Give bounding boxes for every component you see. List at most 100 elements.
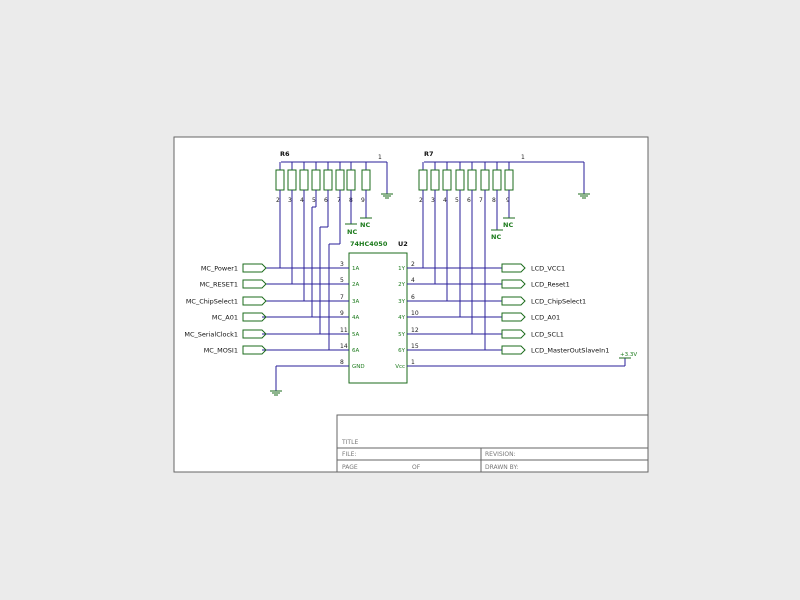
output-port-label: LCD_ChipSelect1 [531, 298, 586, 306]
input-port-mc_serialclock1: MC_SerialClock1 [184, 329, 267, 339]
ic-pin-5y: 12 5Y [398, 327, 419, 338]
input-port-mc_chipselect1: MC_ChipSelect1 [186, 296, 267, 306]
ic-pin-name: 6A [352, 348, 359, 354]
ic-pin-number: 1 [411, 359, 415, 366]
page-label: PAGE [342, 464, 358, 471]
ic-pin-2y: 4 2Y [398, 277, 417, 288]
ground-icon [270, 390, 282, 396]
ic-pin-1y: 2 1Y [398, 261, 417, 272]
r6-pin-9: 9 [361, 197, 365, 204]
nc-marker-r6-pin9: NC [360, 190, 372, 229]
r6-pin-6: 6 [324, 197, 328, 204]
nc-marker-r6-pin8: NC [345, 190, 357, 236]
output-port-label: LCD_SCL1 [531, 331, 564, 339]
r6-ref: R6 [280, 150, 290, 158]
output-port-lcd_reset1: LCD_Reset1 [501, 279, 570, 289]
output-port-lcd_scl1: LCD_SCL1 [501, 329, 564, 339]
ic-pin-number: 14 [340, 343, 348, 350]
ic-part-label: 74HC4050 [350, 240, 388, 248]
power-symbol-3v3: +3.3V [619, 352, 637, 359]
input-port-mc_reset1: MC_RESET1 [200, 279, 267, 289]
r6-common-pin: 1 [378, 154, 382, 161]
r6-pin-2: 2 [276, 197, 280, 204]
r7-pin-5: 5 [455, 197, 459, 204]
file-label: FILE: [342, 451, 356, 458]
ground-icon [381, 193, 393, 199]
output-port-label: LCD_MasterOutSlaveIn1 [531, 347, 609, 355]
input-port-mc_a01: MC_A01 [212, 312, 267, 322]
r7-pin-8: 8 [492, 197, 496, 204]
r6-pin-5: 5 [312, 197, 316, 204]
ic-pin-number: 4 [411, 277, 415, 284]
nc-marker-r7-pin8: NC [491, 190, 503, 241]
output-port-lcd_vcc1: LCD_VCC1 [501, 263, 565, 273]
input-port-label: MC_A01 [212, 314, 238, 322]
r7-pin-2: 2 [419, 197, 423, 204]
ic-pin-number: 9 [340, 310, 344, 317]
ic-ref-label: U2 [398, 240, 408, 248]
output-port-lcd_chipselect1: LCD_ChipSelect1 [501, 296, 586, 306]
r7-common-pin: 1 [521, 154, 525, 161]
ic-pin-number: 8 [340, 359, 344, 366]
revision-label: REVISION: [485, 451, 516, 458]
svg-text:NC: NC [347, 228, 357, 236]
ic-pin-number: 7 [340, 294, 344, 301]
ic-pin-name: 1A [352, 266, 359, 272]
ic-pin-number: 5 [340, 277, 344, 284]
ic-pin-number: 3 [340, 261, 344, 268]
input-port-label: MC_SerialClock1 [184, 331, 238, 339]
input-port-label: MC_Power1 [201, 265, 238, 273]
r7-resistors [418, 162, 514, 191]
input-port-label: MC_MOSI1 [204, 347, 238, 355]
ic-pin-name: 1Y [398, 266, 405, 272]
ic-pin-number: 11 [340, 327, 348, 334]
output-port-label: LCD_Reset1 [531, 281, 570, 289]
svg-text:NC: NC [503, 221, 513, 229]
r7-ref: R7 [424, 150, 434, 158]
ic-pin-3y: 6 3Y [398, 294, 417, 305]
r6-pin-4: 4 [300, 197, 304, 204]
input-port-mc_power1: MC_Power1 [201, 263, 267, 273]
r7-pin-6: 6 [467, 197, 471, 204]
r7-pin-7: 7 [479, 197, 483, 204]
ic-pin-name: Vcc [395, 364, 405, 370]
title-block: TITLE FILE: PAGE OF REVISION: DRAWN BY: [336, 414, 649, 473]
ic-pin-name: 3Y [398, 299, 405, 305]
ic-pin-number: 12 [411, 327, 419, 334]
ic-pin-name: 2A [352, 282, 359, 288]
ic-pin-name: 4Y [398, 315, 405, 321]
input-port-mc_mosi1: MC_MOSI1 [204, 345, 267, 355]
output-port-label: LCD_VCC1 [531, 265, 565, 273]
ic-u2: 74HC4050 U2 31A52A73A94A115A146A8GND21Y4… [339, 240, 419, 384]
power-label: +3.3V [620, 352, 637, 358]
r6-pin-3: 3 [288, 197, 292, 204]
ic-pin-name: GND [352, 364, 365, 370]
ic-pin-number: 2 [411, 261, 415, 268]
ic-pin-1a: 3 1A [339, 261, 359, 272]
ic-pin-6y: 15 6Y [398, 343, 419, 354]
wires-left [262, 190, 341, 391]
ic-pin-number: 6 [411, 294, 415, 301]
output-port-lcd_a01: LCD_A01 [501, 312, 560, 322]
output-port-label: LCD_A01 [531, 314, 560, 322]
resistor-network-r7: R7 1 2 3 4 5 6 7 8 9 [418, 150, 590, 204]
ic-pin-6a: 14 6A [339, 343, 359, 354]
ic-pin-name: 2Y [398, 282, 405, 288]
input-port-label: MC_ChipSelect1 [186, 298, 238, 306]
ic-pin-4a: 94A [339, 310, 359, 321]
r6-resistors [275, 162, 371, 191]
title-label: TITLE [341, 439, 358, 446]
input-port-label: MC_RESET1 [200, 281, 238, 289]
ic-pin-2a: 5 2A [339, 277, 359, 288]
wires-right [417, 190, 626, 367]
ic-pin-name: 6Y [398, 348, 405, 354]
resistor-network-r6: R6 1 2 3 4 5 6 7 8 9 [275, 150, 393, 204]
ic-pin-number: 15 [411, 343, 419, 350]
ic-pin-3a: 73A [339, 294, 359, 305]
nc-marker-r7-pin9: NC [503, 190, 515, 229]
ic-pin-name: 5Y [398, 332, 405, 338]
ic-pin-name: 5A [352, 332, 359, 338]
